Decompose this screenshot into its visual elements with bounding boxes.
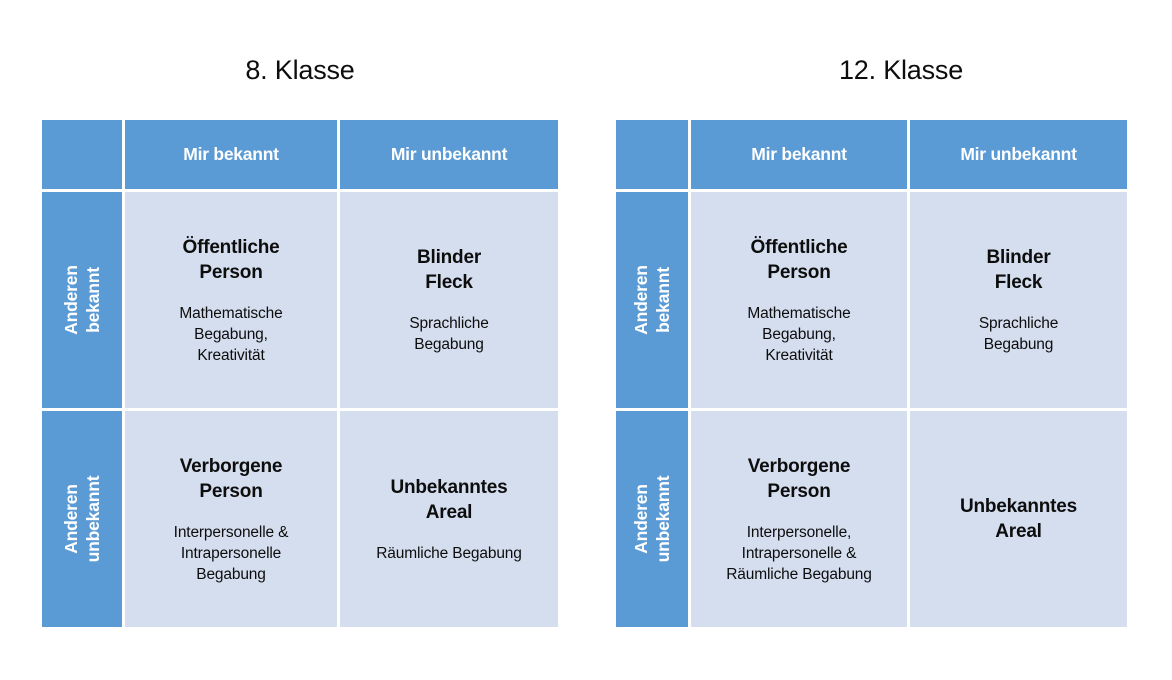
quadrant-title: Öffentliche Person bbox=[182, 236, 280, 283]
table-header-row: Mir bekannt Mir unbekannt bbox=[42, 120, 558, 189]
quadrant-blinder-fleck: Blinder Fleck Sprachliche Begabung bbox=[340, 192, 558, 408]
table-header-row: Mir bekannt Mir unbekannt bbox=[616, 120, 1127, 189]
quadrant-subtitle: Sprachliche Begabung bbox=[978, 315, 1059, 353]
quadrant-subtitle: Interpersonelle & Intrapersonelle Begabu… bbox=[173, 523, 289, 583]
johari-window-table-grade-12: Mir bekannt Mir unbekannt Anderen bekann… bbox=[613, 117, 1130, 630]
column-header-mir-unbekannt: Mir unbekannt bbox=[340, 120, 558, 189]
quadrant-oeffentliche-person: Öffentliche Person Mathematische Begabun… bbox=[691, 192, 907, 408]
row-label-anderen-unbekannt: Anderen unbekannt bbox=[42, 411, 122, 627]
quadrant-subtitle: Mathematische Begabung, Kreativität bbox=[747, 304, 851, 364]
row-label-anderen-unbekannt: Anderen unbekannt bbox=[616, 411, 688, 627]
quadrant-subtitle: Interpersonelle, Intrapersonelle & Räuml… bbox=[726, 523, 872, 583]
panel-title-grade-12: 12. Klasse bbox=[838, 55, 964, 85]
row-label-line-2: bekannt bbox=[83, 267, 103, 333]
panel-title-grade-8: 8. Klasse bbox=[245, 55, 355, 85]
row-label-line-1: Anderen bbox=[631, 484, 651, 554]
table-corner-cell bbox=[42, 120, 122, 189]
quadrant-blinder-fleck: Blinder Fleck Sprachliche Begabung bbox=[910, 192, 1127, 408]
quadrant-subtitle: Mathematische Begabung, Kreativität bbox=[179, 304, 283, 364]
column-header-mir-unbekannt: Mir unbekannt bbox=[910, 120, 1127, 189]
row-label-line-1: Anderen bbox=[61, 484, 81, 554]
row-label-line-2: unbekannt bbox=[653, 475, 673, 563]
quadrant-verborgene-person: Verborgene Person Interpersonelle, Intra… bbox=[691, 411, 907, 627]
table-row-anderen-bekannt: Anderen bekannt Öffentliche Person Mathe… bbox=[42, 192, 558, 408]
quadrant-subtitle: Räumliche Begabung bbox=[376, 544, 522, 562]
quadrant-unbekanntes-areal: Unbekanntes Areal bbox=[910, 411, 1127, 627]
table-row-anderen-bekannt: Anderen bekannt Öffentliche Person Mathe… bbox=[616, 192, 1127, 408]
quadrant-unbekanntes-areal: Unbekanntes Areal Räumliche Begabung bbox=[340, 411, 558, 627]
row-label-anderen-bekannt: Anderen bekannt bbox=[616, 192, 688, 408]
table-row-anderen-unbekannt: Anderen unbekannt Verborgene Person Inte… bbox=[42, 411, 558, 627]
row-label-anderen-bekannt: Anderen bekannt bbox=[42, 192, 122, 408]
quadrant-title: Blinder Fleck bbox=[416, 247, 482, 293]
quadrant-title: Unbekanntes Areal bbox=[390, 476, 508, 523]
quadrant-subtitle: Sprachliche Begabung bbox=[409, 315, 489, 353]
quadrant-verborgene-person: Verborgene Person Interpersonelle & Intr… bbox=[125, 411, 337, 627]
row-label-line-2: bekannt bbox=[653, 267, 673, 333]
quadrant-title: Unbekanntes Areal bbox=[959, 496, 1078, 542]
table-row-anderen-unbekannt: Anderen unbekannt Verborgene Person Inte… bbox=[616, 411, 1127, 627]
column-header-mir-bekannt: Mir bekannt bbox=[125, 120, 337, 189]
quadrant-title: Verborgene Person bbox=[179, 455, 283, 502]
johari-window-table-grade-8: Mir bekannt Mir unbekannt Anderen bekann… bbox=[39, 117, 561, 630]
quadrant-title: Verborgene Person bbox=[747, 455, 851, 502]
table-corner-cell bbox=[616, 120, 688, 189]
quadrant-oeffentliche-person: Öffentliche Person Mathematische Begabun… bbox=[125, 192, 337, 408]
quadrant-title: Blinder Fleck bbox=[986, 247, 1051, 293]
quadrant-title: Öffentliche Person bbox=[750, 236, 848, 283]
row-label-line-1: Anderen bbox=[631, 265, 651, 335]
row-label-line-1: Anderen bbox=[61, 265, 81, 335]
row-label-line-2: unbekannt bbox=[83, 475, 103, 563]
column-header-mir-bekannt: Mir bekannt bbox=[691, 120, 907, 189]
